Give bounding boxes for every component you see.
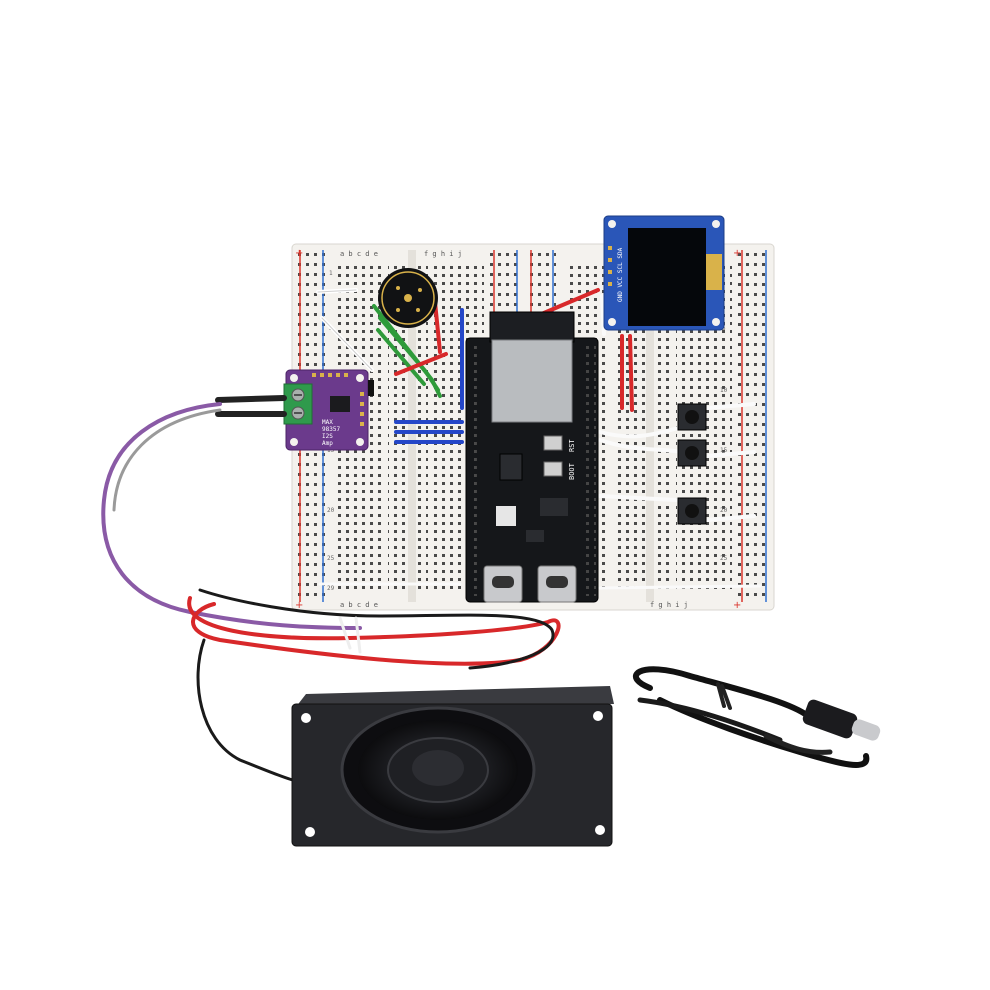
rst-label: RST <box>568 439 576 452</box>
wifi-module-shield <box>491 339 573 423</box>
esp32-buttons: RST BOOT <box>543 435 576 480</box>
oled-screen <box>628 228 706 326</box>
row-number: 20 <box>720 507 728 514</box>
boot-label: BOOT <box>568 462 576 480</box>
usb-c-cable-icon <box>633 666 881 768</box>
tactile-buttons <box>677 403 707 525</box>
plus-mark: + <box>733 248 741 259</box>
column-letters-right-bottom: f g h i j <box>650 601 688 609</box>
row-number: 15 <box>720 447 728 454</box>
esp32-board: RST BOOT <box>465 311 599 603</box>
amp-label-line: I2S <box>322 433 333 440</box>
plus-mark: + <box>295 248 303 259</box>
plus-mark: + <box>295 600 303 611</box>
right-power-rail <box>738 250 770 602</box>
usb-c-ports <box>483 565 577 603</box>
plus-mark: + <box>733 600 741 611</box>
column-letters-left: a b c d e <box>340 250 378 258</box>
rst-button[interactable] <box>543 435 563 451</box>
terminal-block <box>283 383 313 425</box>
amp-label-line: Amp <box>322 440 333 447</box>
amp-label-line: MAX <box>322 419 333 426</box>
microphone-module <box>378 268 438 328</box>
column-letters-left-bottom: a b c d e <box>340 601 378 609</box>
microphone-icon <box>404 294 412 302</box>
oled-display: GND VCC SCL SDA <box>603 215 725 331</box>
jumper-wires <box>316 288 762 590</box>
amp-module: MAX 98357 I2S Amp <box>283 369 374 451</box>
boot-button[interactable] <box>543 461 563 477</box>
speaker-wire-loop <box>187 588 561 784</box>
row-number: 20 <box>327 507 335 514</box>
row-number: 29 <box>327 585 335 592</box>
row-number: 5 <box>722 325 726 332</box>
row-number: 25 <box>327 555 335 562</box>
tactile-button-icon[interactable] <box>677 497 707 525</box>
amp-label-line: 98357 <box>322 426 340 433</box>
tactile-button-icon[interactable] <box>677 403 707 431</box>
oled-pin-label: GND VCC SCL SDA <box>617 247 624 302</box>
row-number: 10 <box>720 387 728 394</box>
rgb-led <box>496 506 516 526</box>
column-letters-right: f g h i j <box>424 250 462 258</box>
speaker-lead-wires <box>101 395 362 630</box>
speaker <box>291 686 614 847</box>
row-number: 25 <box>720 555 728 562</box>
row-number: 1 <box>329 270 333 277</box>
tactile-button-icon[interactable] <box>677 439 707 467</box>
